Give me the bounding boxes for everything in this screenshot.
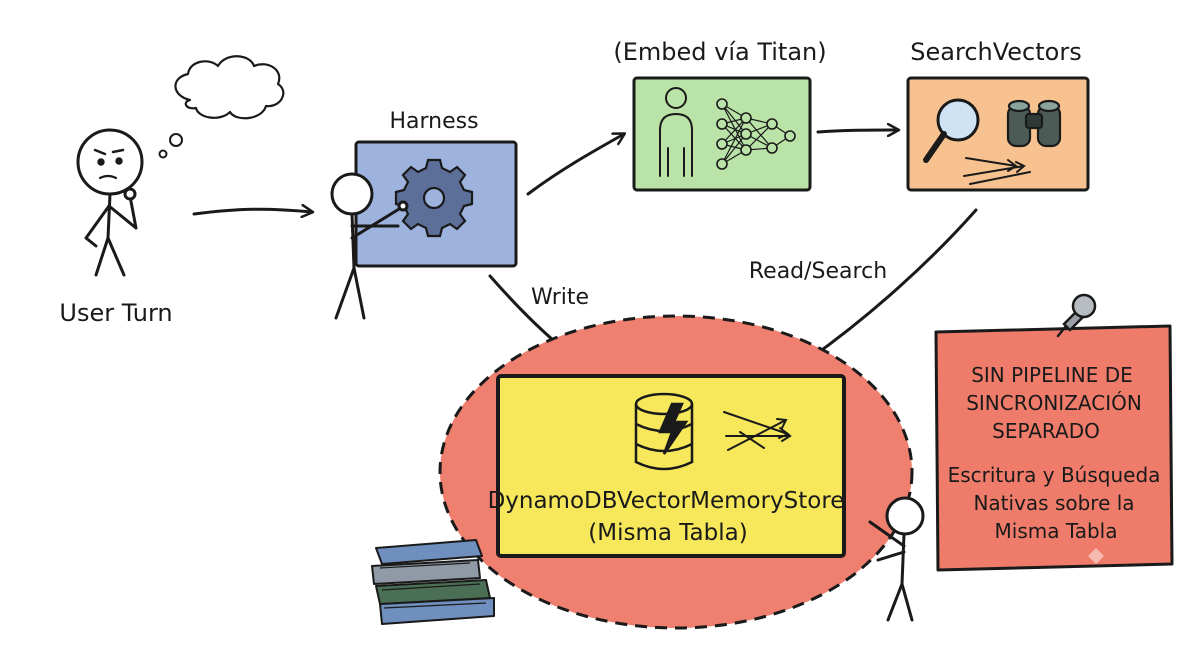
vector-arrows-icon — [723, 411, 792, 451]
note-body: Escritura y Búsqueda Nativas sobre la Mi… — [948, 463, 1161, 543]
books-icon — [371, 539, 495, 625]
arrow-harness-to-embed — [526, 134, 624, 196]
embed-label: (Embed vía Titan) — [613, 38, 826, 66]
note-heading-line: SEPARADO — [992, 419, 1100, 443]
store-name: DynamoDBVectorMemoryStore — [488, 488, 845, 514]
note-heading-line: SINCRONIZACIÓN — [966, 391, 1142, 415]
vector-arrows-icon — [963, 157, 1031, 185]
harness-label: Harness — [389, 109, 478, 134]
sticky-note — [934, 324, 1174, 572]
store-pointer-figure — [868, 496, 925, 622]
database-lightning-icon — [634, 392, 694, 471]
thought-bubble-icon — [158, 55, 285, 159]
arrow-embed-to-search — [816, 130, 898, 132]
note-body-line: Nativas sobre la — [973, 491, 1134, 515]
embed-box — [632, 76, 812, 192]
user-figure — [76, 55, 285, 277]
note-body-line: Misma Tabla — [995, 519, 1118, 543]
write-label: Write — [531, 285, 589, 310]
gear-icon — [394, 158, 474, 238]
note-heading-line: SIN PIPELINE DE — [971, 363, 1133, 387]
neural-network-icon — [716, 98, 796, 170]
arrow-search-to-store — [808, 208, 978, 360]
store-subtitle: (Misma Tabla) — [588, 520, 747, 546]
note-body-line: Escritura y Búsqueda — [948, 463, 1161, 487]
binoculars-icon — [1006, 99, 1062, 148]
pushpin-icon — [1056, 293, 1097, 338]
human-outline-icon — [659, 87, 693, 177]
magnifier-icon — [923, 98, 980, 163]
note-heading: SIN PIPELINE DE SINCRONIZACIÓN SEPARADO — [966, 363, 1142, 443]
arrow-user-to-harness — [192, 209, 312, 214]
harness-operator-figure — [330, 172, 409, 320]
read-search-label: Read/Search — [749, 259, 887, 284]
user-turn-label: User Turn — [59, 299, 172, 327]
search-vectors-label: SearchVectors — [910, 38, 1081, 66]
